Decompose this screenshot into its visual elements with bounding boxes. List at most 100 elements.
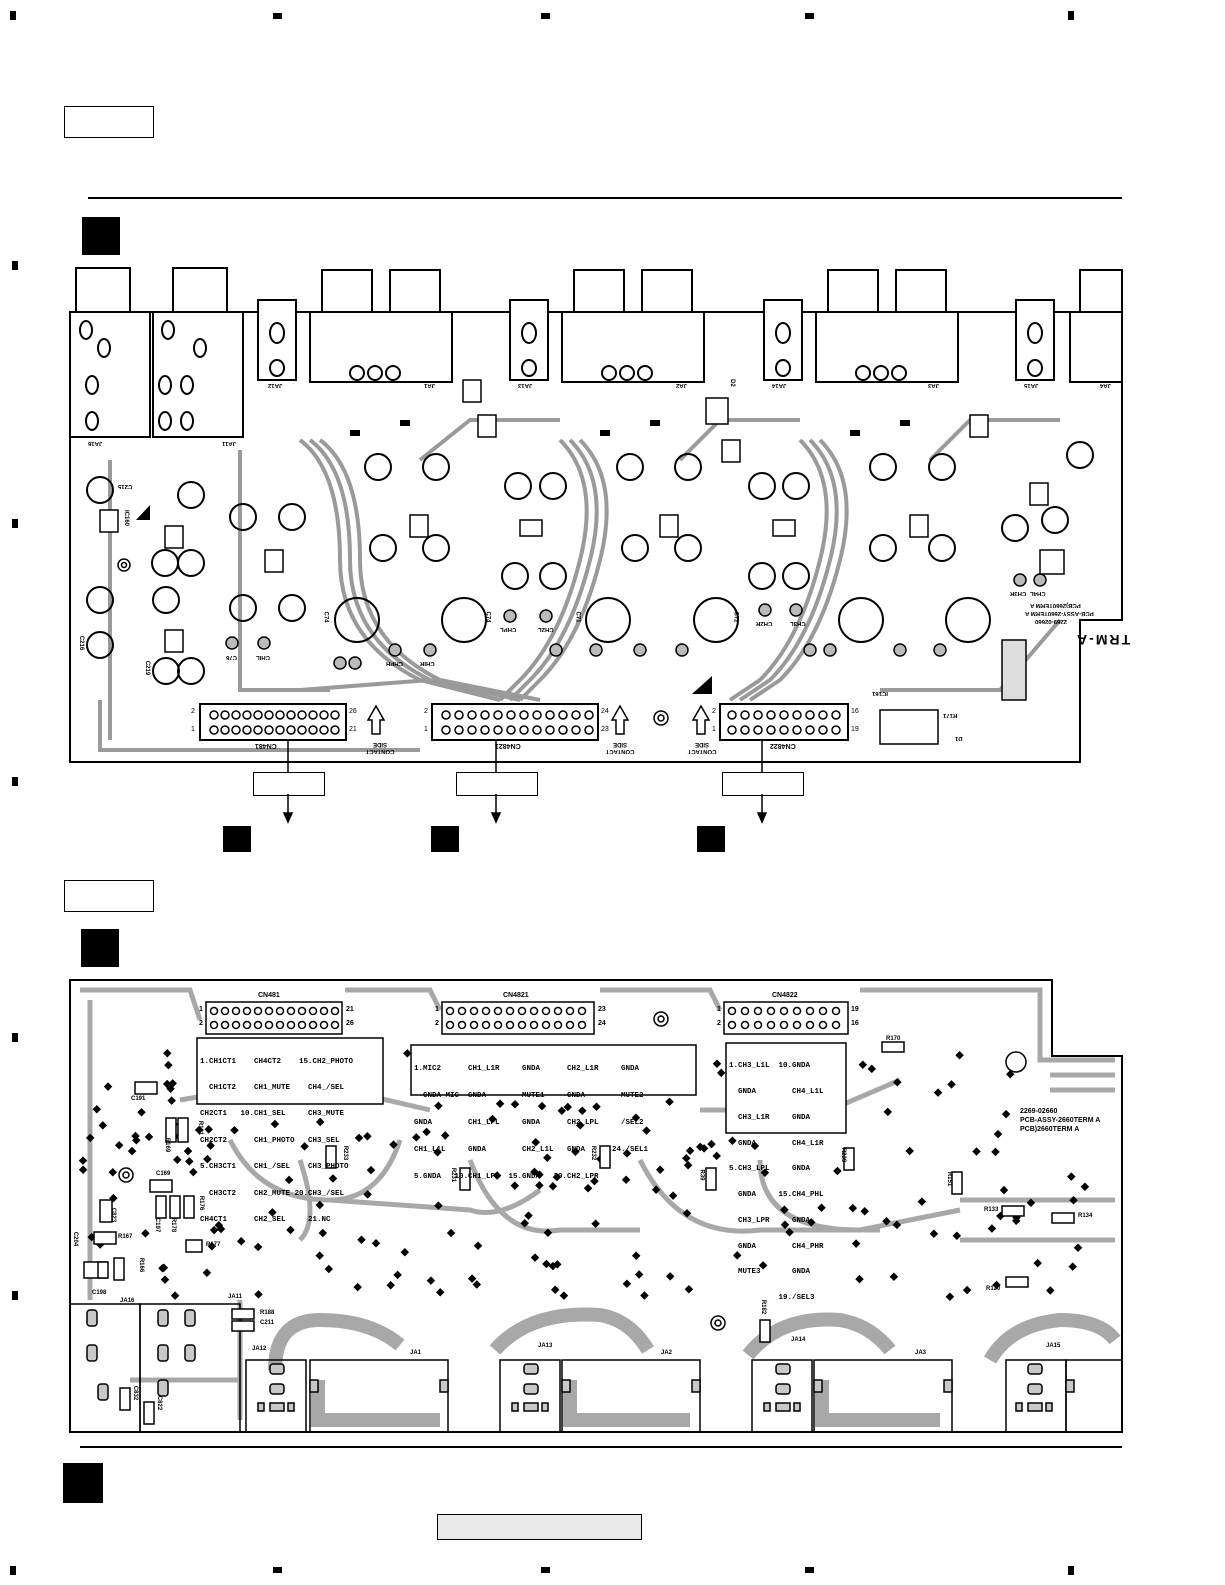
solder-pad xyxy=(366,1165,376,1175)
solder-pad xyxy=(716,1068,726,1078)
solder-pad xyxy=(882,1217,891,1226)
solder-pad xyxy=(557,1106,567,1116)
solder-pad xyxy=(851,1239,861,1248)
solder-pad xyxy=(1069,1196,1078,1205)
solder-pad xyxy=(889,1272,899,1281)
solder-pad xyxy=(634,1270,644,1279)
solder-pad xyxy=(315,1251,324,1260)
solder-pad xyxy=(552,1172,562,1182)
solder-pad xyxy=(353,1282,362,1292)
registration-mark-top-4 xyxy=(805,13,814,19)
solder-pad xyxy=(1033,1258,1042,1268)
solder-pad xyxy=(1073,1243,1083,1252)
solder-pad xyxy=(576,1120,585,1130)
solder-pad xyxy=(780,1205,789,1214)
solder-pad xyxy=(530,1167,539,1177)
solder-pad xyxy=(592,1102,601,1112)
solder-pad xyxy=(952,1231,962,1241)
solder-pad xyxy=(622,1279,632,1289)
solder-pad xyxy=(98,1121,108,1130)
solder-pad xyxy=(389,1140,398,1149)
solder-pad xyxy=(510,1099,520,1109)
solder-pad xyxy=(78,1156,88,1165)
solder-pad xyxy=(103,1082,113,1091)
solder-pad xyxy=(473,1241,483,1250)
marker-square-bottom xyxy=(81,929,119,967)
dest-box-cn4822 xyxy=(722,772,804,796)
solder-pad xyxy=(141,1229,150,1238)
solder-pad xyxy=(1026,1198,1036,1208)
solder-pad xyxy=(892,1220,902,1230)
section-label-box-bottom xyxy=(64,880,154,912)
solder-pad xyxy=(683,1161,693,1170)
solder-pad xyxy=(991,1147,1000,1157)
solder-pad xyxy=(400,1247,410,1257)
solder-pad xyxy=(1067,1172,1076,1181)
solder-pad xyxy=(993,1129,1003,1139)
solder-pad xyxy=(204,1125,213,1134)
dest-box-cn4821 xyxy=(456,772,538,796)
solder-pad xyxy=(85,1133,95,1143)
solder-pad xyxy=(707,1139,716,1149)
solder-pad xyxy=(955,1050,964,1060)
solder-pad xyxy=(160,1275,170,1284)
solder-pad xyxy=(286,1225,295,1235)
solder-pad xyxy=(254,1290,263,1299)
dest-square-2 xyxy=(431,826,459,852)
solder-pad xyxy=(440,1131,450,1140)
solder-pad xyxy=(695,1142,705,1152)
dest-square-1 xyxy=(223,826,251,852)
solder-pad xyxy=(363,1131,372,1141)
solder-pad xyxy=(164,1060,173,1070)
registration-mark-left-3 xyxy=(12,777,18,786)
registration-mark-left-1 xyxy=(12,261,18,270)
solder-pad xyxy=(318,1228,328,1238)
solder-pad xyxy=(631,1113,641,1123)
solder-pad xyxy=(682,1208,692,1218)
registration-mark-bottom-3 xyxy=(541,1567,550,1573)
solder-pad xyxy=(173,1155,182,1165)
section-label-box-top xyxy=(64,106,154,138)
solder-pad xyxy=(917,1197,927,1206)
solder-pad xyxy=(563,1102,573,1112)
solder-pad xyxy=(668,1191,678,1200)
solder-pad xyxy=(202,1268,212,1277)
solder-pad xyxy=(760,1168,770,1177)
solder-pad xyxy=(728,1136,737,1145)
solder-pad xyxy=(807,1218,816,1227)
solder-pad xyxy=(357,1235,366,1244)
solder-pad xyxy=(578,1106,587,1115)
solder-pad xyxy=(750,1141,760,1151)
solder-pad xyxy=(583,1183,593,1193)
registration-mark-top-1 xyxy=(10,11,16,20)
solder-pad xyxy=(712,1059,722,1068)
solder-pad xyxy=(548,1182,558,1191)
dest-square-3 xyxy=(697,826,725,852)
solder-pad xyxy=(434,1101,443,1111)
solder-pad xyxy=(992,1280,1001,1290)
solder-pad xyxy=(622,1149,632,1158)
solder-pad xyxy=(236,1236,246,1246)
solder-pad xyxy=(371,1239,381,1248)
solder-pad xyxy=(860,1206,869,1216)
bottom-rule xyxy=(80,1446,1122,1448)
solder-pad xyxy=(510,1181,520,1190)
solder-pad xyxy=(665,1272,675,1281)
solder-pad xyxy=(230,1126,239,1135)
solder-pad xyxy=(631,1251,641,1260)
registration-mark-bottom-4 xyxy=(805,1567,814,1573)
solder-pad xyxy=(651,1185,661,1195)
registration-mark-top-5 xyxy=(1068,11,1074,20)
solder-pad xyxy=(403,1049,412,1058)
solder-pad xyxy=(929,1229,939,1239)
solder-pad xyxy=(170,1291,180,1300)
registration-mark-left-4 xyxy=(12,1033,18,1042)
solder-pad xyxy=(642,1126,651,1135)
solder-pad xyxy=(78,1165,88,1175)
solder-pad xyxy=(492,1171,502,1180)
solder-pad xyxy=(1068,1262,1077,1271)
solder-pad xyxy=(433,1148,442,1157)
solder-pad xyxy=(858,1060,868,1069)
solder-pad xyxy=(962,1285,972,1295)
